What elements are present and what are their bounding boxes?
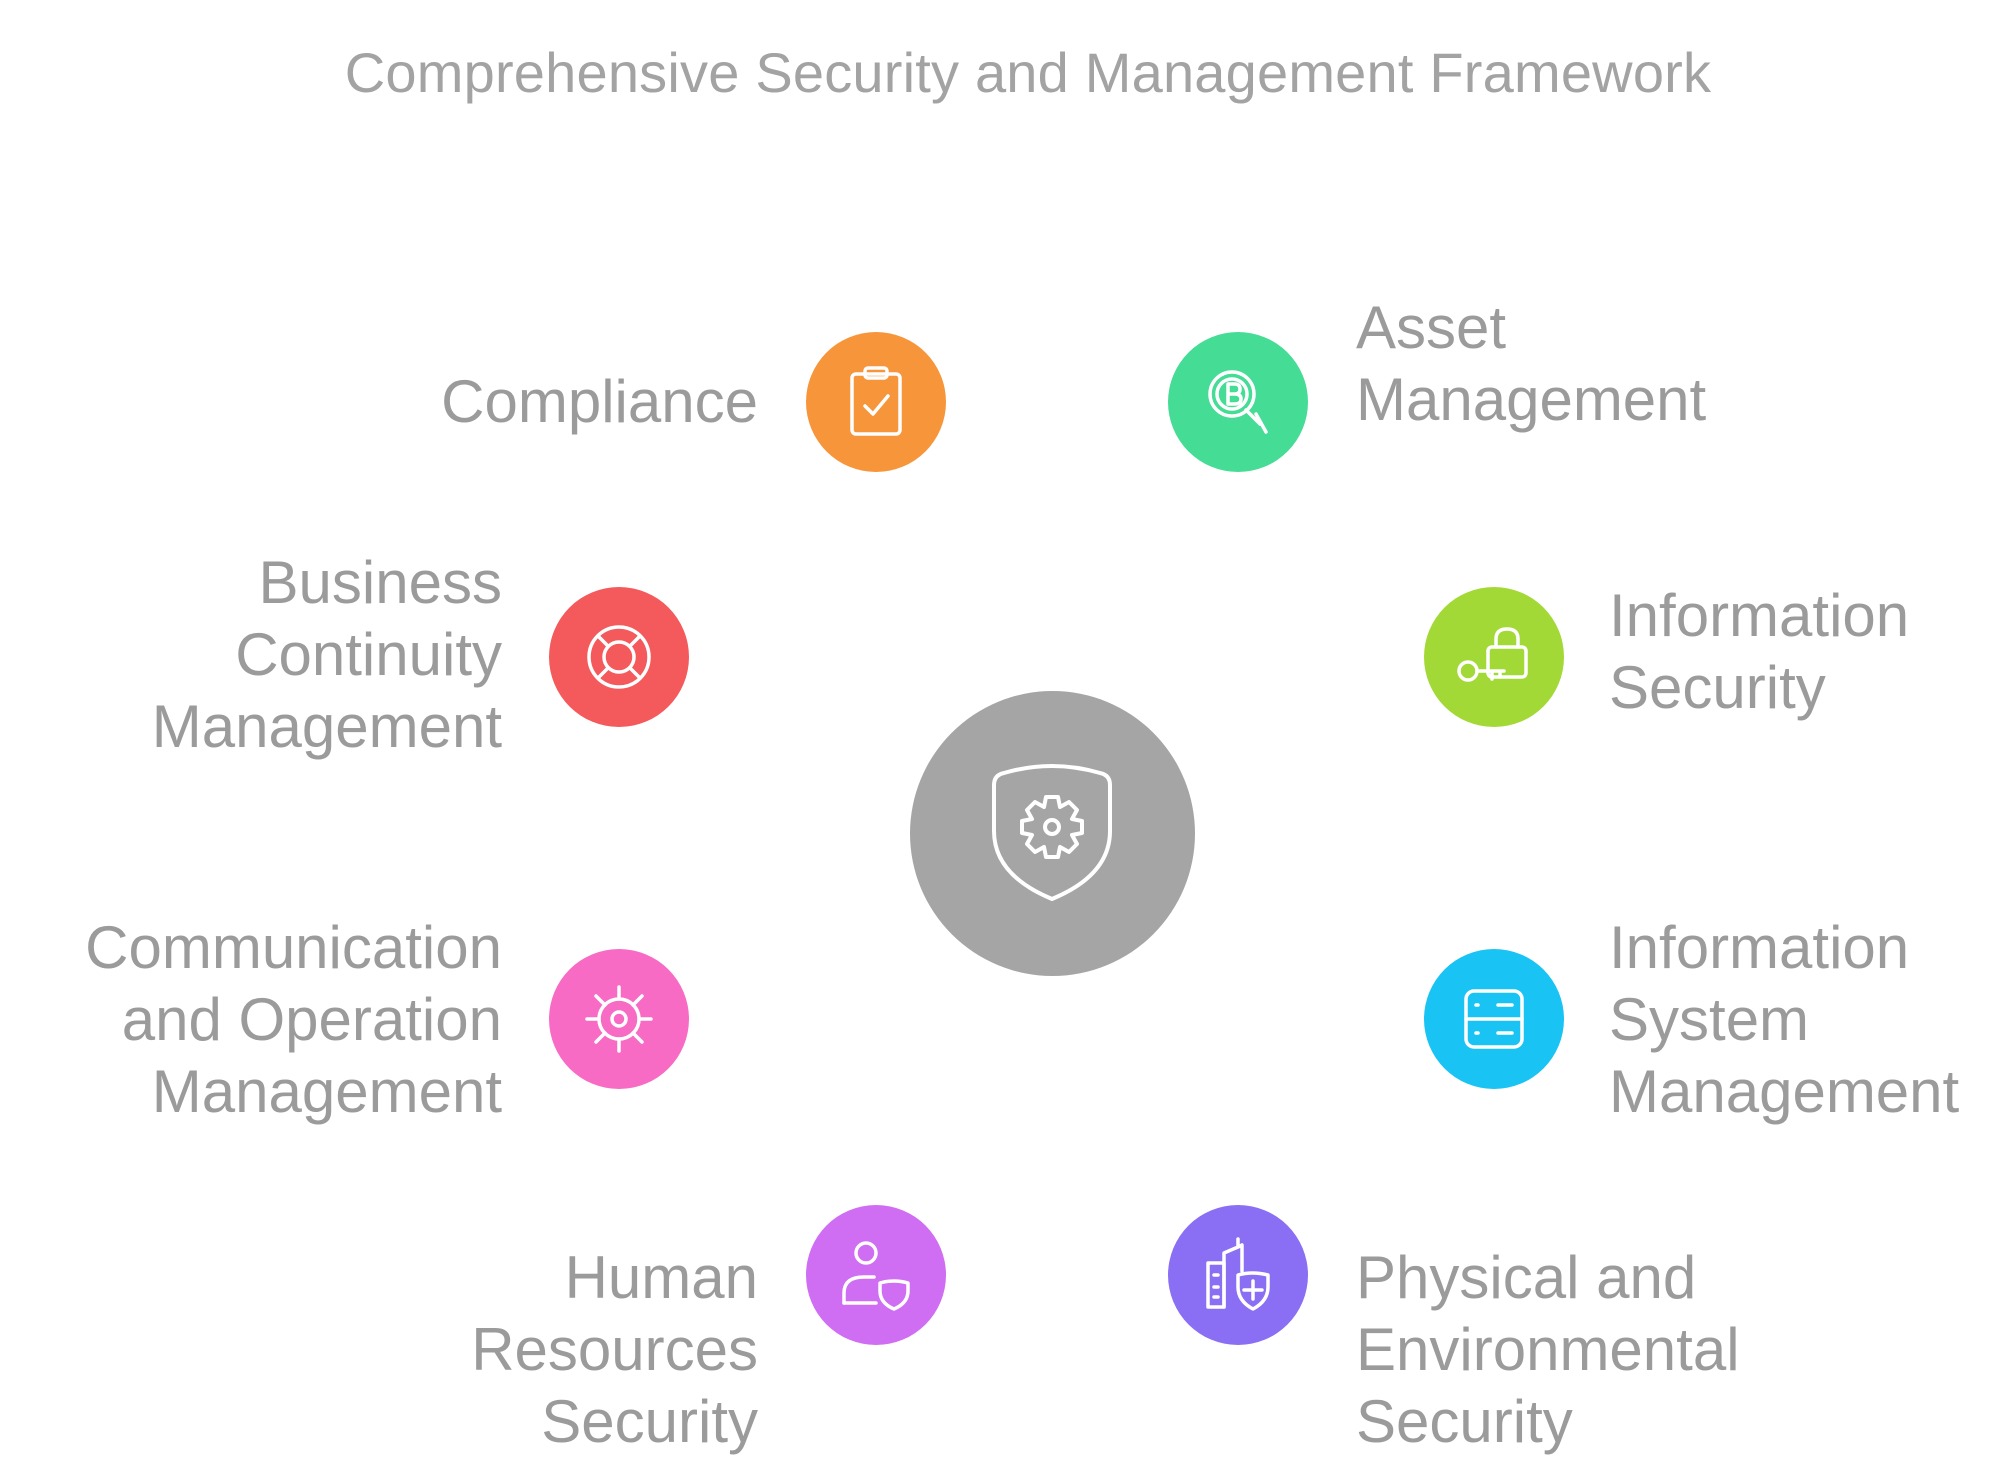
label-physical-environmental: Physical and Environmental Security — [1356, 1244, 1740, 1455]
label-human-resources: Human Resources Security — [471, 1244, 758, 1455]
node-information-system — [1424, 949, 1564, 1089]
label-information-system: Information System Management — [1609, 914, 1960, 1125]
node-information-security — [1424, 587, 1564, 727]
user-shield-icon — [842, 1241, 910, 1311]
node-business-continuity — [549, 587, 689, 727]
lifebuoy-icon — [587, 625, 651, 689]
node-asset-management — [1168, 332, 1308, 472]
node-human-resources — [806, 1205, 946, 1345]
label-asset-management: Asset Management — [1356, 294, 1707, 433]
bitcoin-search-icon — [1208, 370, 1268, 434]
shield-gear-icon — [992, 764, 1112, 901]
label-communication-operation: Communication and Operation Management — [85, 914, 502, 1125]
label-business-continuity: Business Continuity Management — [151, 549, 502, 760]
lock-key-icon — [1457, 627, 1528, 682]
diagram-title: Comprehensive Security and Management Fr… — [344, 41, 1712, 104]
clipboard-check-icon — [850, 366, 902, 436]
node-communication-operation — [549, 949, 689, 1089]
label-information-security: Information Security — [1609, 582, 1910, 721]
node-compliance — [806, 332, 946, 472]
server-icon — [1464, 989, 1524, 1049]
building-shield-icon — [1206, 1237, 1270, 1311]
label-compliance: Compliance — [441, 368, 758, 435]
node-physical-environmental — [1168, 1205, 1308, 1345]
center-node — [910, 691, 1195, 976]
gear-target-icon — [585, 985, 653, 1053]
